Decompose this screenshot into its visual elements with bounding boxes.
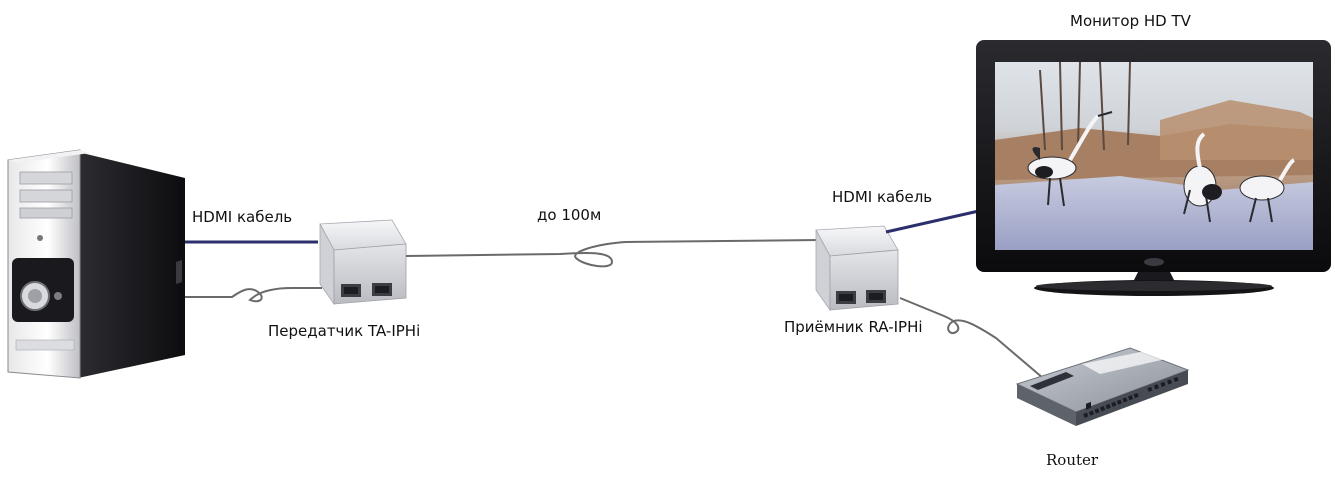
transmitter-label: Передатчик TA-IPHi — [268, 322, 421, 340]
monitor-label: Монитор HD TV — [1070, 12, 1191, 30]
distance-label: до 100м — [537, 206, 602, 224]
network-cable-left — [185, 287, 322, 303]
network-cable-router — [899, 297, 1051, 385]
tv-monitor-icon — [976, 40, 1331, 296]
receiver-device-icon — [815, 225, 899, 312]
pc-tower-icon — [7, 149, 185, 379]
hdmi-cable-left-label: HDMI кабель — [192, 208, 293, 226]
hdmi-cable-right — [885, 206, 993, 234]
receiver-label: Приёмник RA-IPHi — [784, 318, 923, 336]
hdmi-cable-right-label: HDMI кабель — [832, 188, 933, 206]
router-device-icon — [1015, 347, 1190, 426]
router-label: Router — [1046, 451, 1099, 469]
network-cable-main — [405, 239, 821, 268]
transmitter-device-icon — [319, 219, 407, 306]
